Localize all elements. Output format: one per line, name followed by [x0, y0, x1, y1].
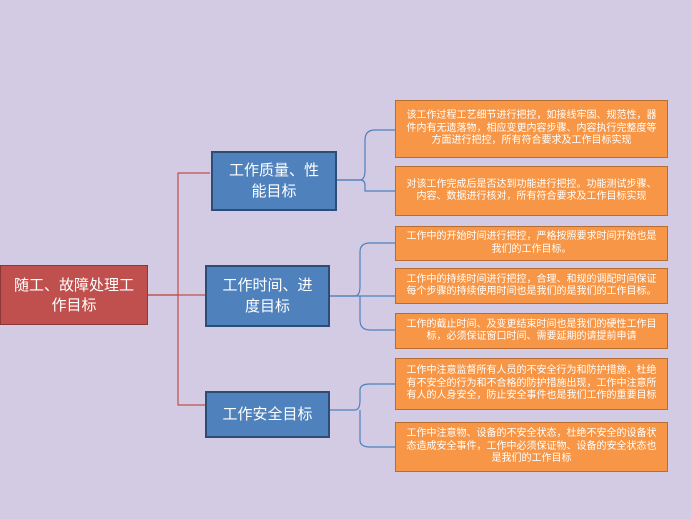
- leaf-quality-process: 该工作过程工艺细节进行把控，如接线牢固、规范性，器件内有无遗落物，相应变更内容步…: [395, 100, 668, 158]
- leaf-schedule-start: 工作中的开始时间进行把控，严格按照要求时间开始也是我们的工作目标。: [395, 226, 668, 261]
- link-root-branch-1: [148, 172, 210, 296]
- link-branch-3-leaf-2: [359, 410, 395, 448]
- leaf-safety-personnel: 工作中注意监督所有人员的不安全行为和防护措施，杜绝有不安全的行为和不合格的防护措…: [395, 358, 668, 410]
- leaf-quality-function: 对该工作完成后是否达到功能进行把控。功能测试步骤、内容、数据进行核对，所有符合要…: [395, 166, 668, 216]
- link-branch-3-leaf-1: [330, 383, 395, 411]
- branch-node-quality: 工作质量、性能目标: [211, 151, 337, 211]
- link-branch-2-leaf-3: [359, 296, 395, 331]
- branch-node-safety: 工作安全目标: [205, 391, 330, 438]
- link-branch-2-leaf-1: [330, 242, 395, 297]
- root-node: 随工、故障处理工作目标: [0, 265, 148, 325]
- leaf-schedule-duration: 工作中的持续时间进行把控，合理、和规的调配时间保证每个步骤的持续使用时间也是我们…: [395, 268, 668, 304]
- link-branch-1-leaf-2: [337, 179, 395, 192]
- leaf-safety-equipment: 工作中注意物、设备的不安全状态，杜绝不安全的设备状态造成安全事件，工作中必须保证…: [395, 422, 668, 472]
- link-root-branch-3: [177, 295, 205, 406]
- leaf-schedule-deadline: 工作的截止时间、及变更结束时间也是我们的硬性工作目标，必须保证窗口时间、需要延期…: [395, 313, 668, 349]
- branch-node-schedule: 工作时间、进度目标: [205, 265, 330, 327]
- link-branch-1-leaf-1: [337, 129, 395, 181]
